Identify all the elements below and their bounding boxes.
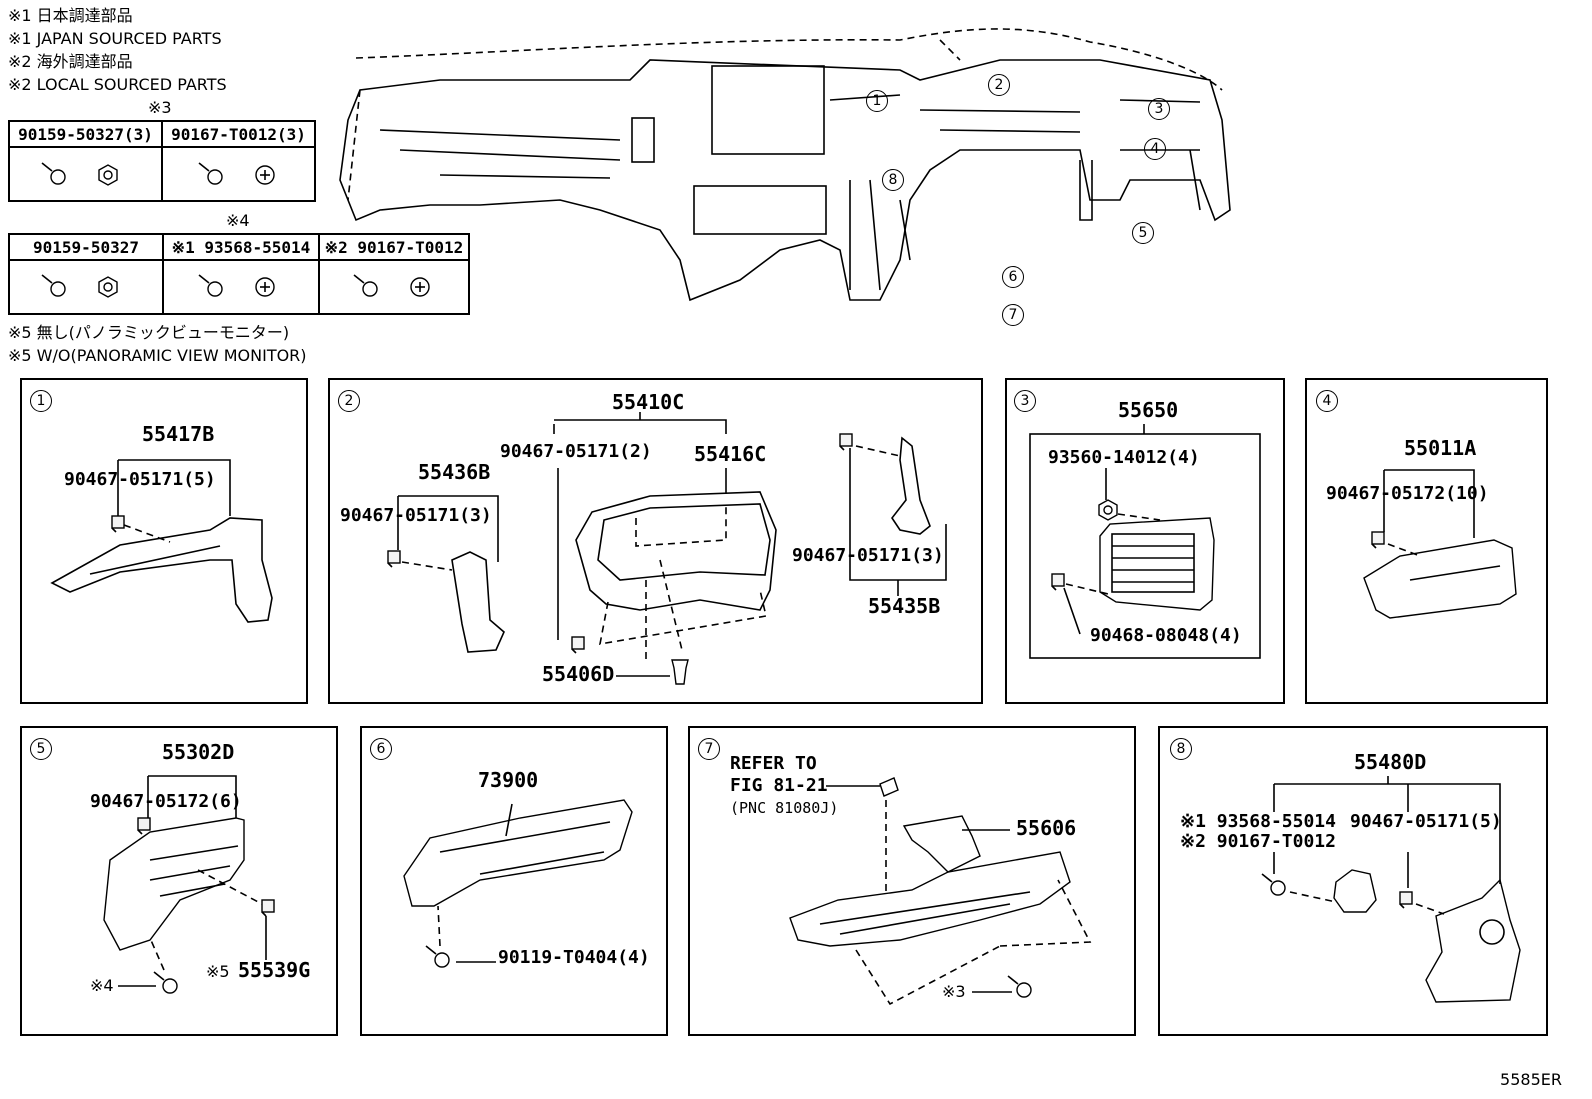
part-55606[interactable]: 55606: [1016, 816, 1077, 840]
part-55435B[interactable]: 55435B: [868, 594, 941, 618]
part-55011A[interactable]: 55011A: [1404, 436, 1477, 460]
part-55302D[interactable]: 55302D: [162, 740, 235, 764]
part-90467-05172-10[interactable]: 90467-05172(10): [1326, 483, 1489, 504]
part-73900[interactable]: 73900: [478, 768, 539, 792]
part-90467-05171-3b[interactable]: 90467-05171(3): [792, 545, 944, 566]
panel-7: [688, 726, 1136, 1036]
panel-3-number: 3: [1014, 390, 1036, 412]
panel-3: [1005, 378, 1285, 704]
note-5-marker: ※5: [206, 962, 230, 981]
part-93560-14012[interactable]: 93560-14012(4): [1048, 447, 1200, 468]
panel-5-number: 5: [30, 738, 52, 760]
part-93568-55014[interactable]: ※1 93568-55014: [1180, 811, 1336, 832]
note-japan-sourced-en: ※1 JAPAN SOURCED PARTS: [8, 29, 222, 48]
part-55650[interactable]: 55650: [1118, 398, 1179, 422]
callout-6[interactable]: 6: [1002, 266, 1024, 288]
part-55539G[interactable]: 55539G: [238, 958, 311, 982]
panel-1: [20, 378, 308, 704]
refer-fig-link[interactable]: FIG 81-21: [730, 775, 828, 796]
part-90467-05171-2[interactable]: 90467-05171(2): [500, 441, 652, 462]
fastener-table-2-col-3[interactable]: ※2 90167-T0012: [318, 233, 470, 261]
part-55416C[interactable]: 55416C: [694, 442, 767, 466]
fastener-table-1-col-1[interactable]: 90159-50327(3): [8, 120, 163, 148]
refer-pnc-label: (PNC 81080J): [730, 799, 839, 817]
panel-4-number: 4: [1316, 390, 1338, 412]
refer-to-label: REFER TO: [730, 753, 817, 774]
callout-5[interactable]: 5: [1132, 222, 1154, 244]
part-55410C[interactable]: 55410C: [612, 390, 685, 414]
callout-4[interactable]: 4: [1144, 138, 1166, 160]
callout-8[interactable]: 8: [882, 169, 904, 191]
part-90467-05171-p8[interactable]: 90467-05171(5): [1350, 811, 1502, 832]
panel-7-number: 7: [698, 738, 720, 760]
note-panoramic-en: ※5 W/O(PANORAMIC VIEW MONITOR): [8, 346, 307, 365]
callout-1[interactable]: 1: [866, 90, 888, 112]
part-90467-05171-p1[interactable]: 90467-05171(5): [64, 469, 216, 490]
note-japan-sourced-jp: ※1 日本調達部品: [8, 6, 133, 25]
panel-8-number: 8: [1170, 738, 1192, 760]
part-55417B[interactable]: 55417B: [142, 422, 215, 446]
part-55480D[interactable]: 55480D: [1354, 750, 1427, 774]
note-panoramic-jp: ※5 無し(パノラミックビューモニター): [8, 323, 290, 342]
fastener-table-2-label: ※4: [226, 211, 250, 230]
dashboard-structure: [339, 28, 1231, 302]
part-55406D[interactable]: 55406D: [542, 662, 615, 686]
figure-code: 5585ER: [1500, 1070, 1562, 1089]
panel-2: [328, 378, 983, 704]
part-90467-05171-3a[interactable]: 90467-05171(3): [340, 505, 492, 526]
panel-5: [20, 726, 338, 1036]
part-90119-T0404[interactable]: 90119-T0404(4): [498, 947, 650, 968]
fastener-table-1-label: ※3: [148, 98, 172, 117]
panel-2-number: 2: [338, 390, 360, 412]
fastener-table-2-col-1[interactable]: 90159-50327: [8, 233, 164, 261]
part-90167-T0012[interactable]: ※2 90167-T0012: [1180, 831, 1336, 852]
fastener-table-1: 90159-50327(3) 90167-T0012(3): [8, 120, 316, 202]
part-55436B[interactable]: 55436B: [418, 460, 491, 484]
note-local-sourced-jp: ※2 海外調達部品: [8, 52, 133, 71]
panel-8: [1158, 726, 1548, 1036]
panel-4: [1305, 378, 1548, 704]
callout-2[interactable]: 2: [988, 74, 1010, 96]
part-90467-05172-6[interactable]: 90467-05172(6): [90, 791, 242, 812]
panel-1-number: 1: [30, 390, 52, 412]
fastener-table-1-col-2[interactable]: 90167-T0012(3): [161, 120, 316, 148]
callout-3[interactable]: 3: [1148, 98, 1170, 120]
fastener-table-2-col-2[interactable]: ※1 93568-55014: [162, 233, 320, 261]
fastener-table-2: 90159-50327 ※1 93568-55014 ※2 90167-T001…: [8, 233, 470, 315]
callout-7[interactable]: 7: [1002, 304, 1024, 326]
note-local-sourced-en: ※2 LOCAL SOURCED PARTS: [8, 75, 227, 94]
note-3-marker: ※3: [942, 982, 966, 1001]
panel-6-number: 6: [370, 738, 392, 760]
part-90468-08048[interactable]: 90468-08048(4): [1090, 625, 1242, 646]
note-4-marker: ※4: [90, 976, 114, 995]
panel-6: [360, 726, 668, 1036]
